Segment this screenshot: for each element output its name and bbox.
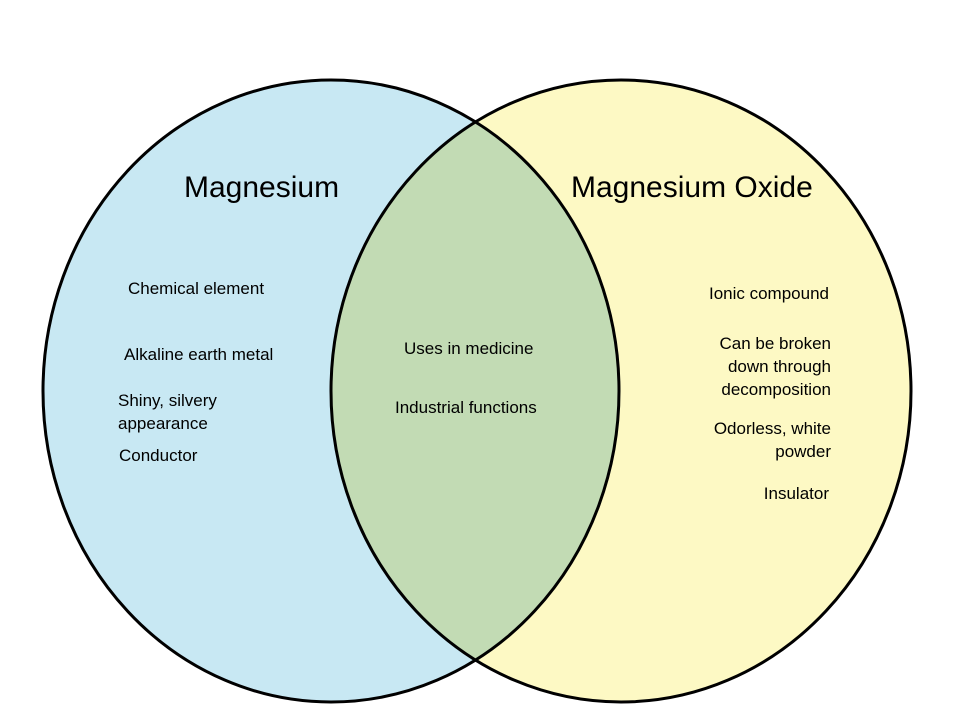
right-item: Can be broken down through decomposition xyxy=(719,334,831,399)
right-item: Odorless, white powder xyxy=(713,419,831,461)
left-item: Alkaline earth metal xyxy=(124,345,274,364)
left-item: Conductor xyxy=(119,446,198,465)
overlap-region xyxy=(331,80,619,702)
left-item: Shiny, silvery appearance xyxy=(118,391,217,433)
right-title: Magnesium Oxide xyxy=(571,171,813,204)
left-title: Magnesium xyxy=(184,171,340,204)
overlap-item: Industrial functions xyxy=(395,398,537,417)
left-item: Chemical element xyxy=(128,279,265,298)
overlap-item: Uses in medicine xyxy=(404,339,534,358)
right-item: Insulator xyxy=(763,484,829,503)
right-circle-outline xyxy=(329,78,913,704)
left-circle-outline xyxy=(41,78,621,704)
right-item: Ionic compound xyxy=(708,284,829,303)
